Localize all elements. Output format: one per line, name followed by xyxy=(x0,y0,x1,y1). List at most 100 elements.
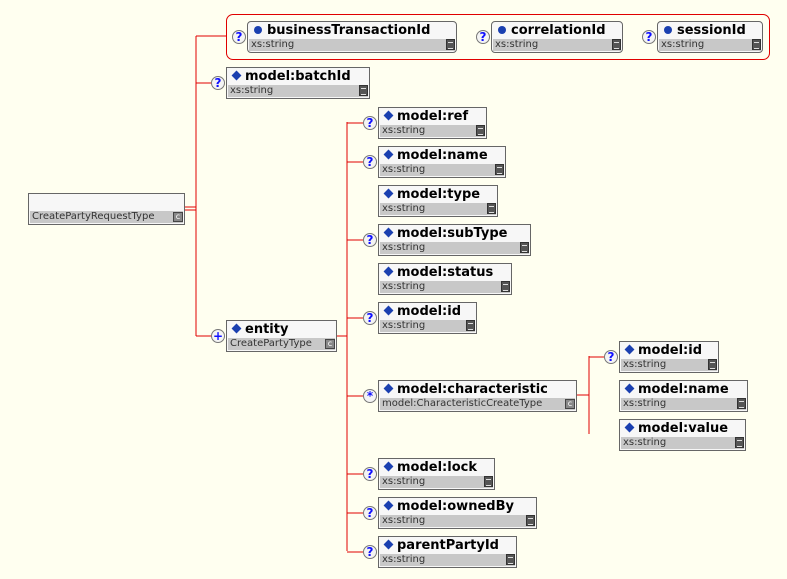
node-type: xs:string xyxy=(228,85,368,97)
element-diamond-icon xyxy=(624,383,635,394)
node-type: xs:string xyxy=(380,242,529,254)
element-diamond-icon xyxy=(624,422,635,433)
documentation-icon xyxy=(708,359,717,370)
documentation-icon xyxy=(737,398,746,409)
node-name: model:id xyxy=(638,343,703,358)
optional-icon: ? xyxy=(363,116,377,130)
element-diamond-icon xyxy=(231,323,242,334)
node-name: model:name xyxy=(638,382,729,397)
node-type: xs:string xyxy=(621,359,717,371)
documentation-icon xyxy=(520,242,529,253)
element-name[interactable]: model:name xs:string xyxy=(378,146,506,178)
node-type: xs:string xyxy=(380,320,475,332)
element-ref[interactable]: model:ref xs:string xyxy=(378,107,487,139)
node-name: model:status xyxy=(397,265,494,280)
element-entity[interactable]: entity CreatePartyType c xyxy=(226,320,337,352)
element-subType[interactable]: model:subType xs:string xyxy=(378,224,531,256)
element-char[interactable]: model:characteristic model:Characteristi… xyxy=(378,380,577,412)
attribute-bt[interactable]: businessTransactionId xs:string xyxy=(247,21,457,53)
node-type: xs:string xyxy=(249,39,455,51)
element-cid[interactable]: model:id xs:string xyxy=(619,341,719,373)
documentation-icon xyxy=(446,39,455,50)
optional-icon: ? xyxy=(232,30,246,44)
element-parent[interactable]: parentPartyId xs:string xyxy=(378,536,517,568)
documentation-icon xyxy=(476,125,485,136)
optional-icon: ? xyxy=(604,350,618,364)
element-diamond-icon xyxy=(383,500,394,511)
node-type: xs:string xyxy=(380,164,504,176)
element-diamond-icon xyxy=(383,305,394,316)
element-diamond-icon xyxy=(383,266,394,277)
optional-icon: ? xyxy=(363,311,377,325)
attribute-dot-icon xyxy=(254,25,262,34)
node-type: xs:string xyxy=(380,554,515,566)
node-type: xs:string xyxy=(380,203,496,215)
documentation-icon xyxy=(526,515,535,526)
element-status[interactable]: model:status xs:string xyxy=(378,263,512,295)
node-name: sessionId xyxy=(677,23,746,38)
node-name: model:id xyxy=(397,304,462,319)
documentation-icon xyxy=(359,85,368,96)
optional-icon: ? xyxy=(363,155,377,169)
node-name: businessTransactionId xyxy=(267,23,431,38)
element-cname[interactable]: model:name xs:string xyxy=(619,380,748,412)
node-name: model:ref xyxy=(397,109,469,124)
element-diamond-icon xyxy=(383,149,394,160)
element-id[interactable]: model:id xs:string xyxy=(378,302,477,334)
element-diamond-icon xyxy=(383,539,394,550)
element-diamond-icon xyxy=(231,70,242,81)
documentation-icon xyxy=(495,164,504,175)
node-type: xs:string xyxy=(659,39,761,51)
optional-icon: ? xyxy=(363,545,377,559)
element-diamond-icon xyxy=(624,344,635,355)
node-name: model:value xyxy=(638,421,729,436)
zero-or-more-icon: * xyxy=(363,389,377,403)
node-name: model:subType xyxy=(397,226,508,241)
element-owned[interactable]: model:ownedBy xs:string xyxy=(378,497,537,529)
documentation-icon xyxy=(466,320,475,331)
attribute-dot-icon xyxy=(664,25,672,34)
node-name: model:name xyxy=(397,148,488,163)
element-diamond-icon xyxy=(383,227,394,238)
complex-type-icon: c xyxy=(173,212,183,222)
attribute-dot-icon xyxy=(498,25,506,34)
element-diamond-icon xyxy=(383,188,394,199)
node-type: model:CharacteristicCreateType xyxy=(380,398,575,410)
node-name: model:characteristic xyxy=(397,382,548,397)
element-type[interactable]: model:type xs:string xyxy=(378,185,498,217)
element-diamond-icon xyxy=(383,383,394,394)
attribute-corr[interactable]: correlationId xs:string xyxy=(491,21,623,53)
documentation-icon xyxy=(487,203,496,214)
node-name: model:lock xyxy=(397,460,477,475)
element-diamond-icon xyxy=(383,110,394,121)
node-type: xs:string xyxy=(380,125,485,137)
element-cvalue[interactable]: model:value xs:string xyxy=(619,419,746,451)
node-type: xs:string xyxy=(493,39,621,51)
node-type: xs:string xyxy=(380,281,510,293)
element-lock[interactable]: model:lock xs:string xyxy=(378,458,495,490)
documentation-icon xyxy=(484,476,493,487)
root-type-label: CreatePartyRequestType xyxy=(30,211,183,223)
documentation-icon xyxy=(612,39,621,50)
optional-icon: ? xyxy=(363,467,377,481)
optional-icon: ? xyxy=(363,233,377,247)
node-type: xs:string xyxy=(621,437,744,449)
documentation-icon xyxy=(506,554,515,565)
documentation-icon xyxy=(735,437,744,448)
node-name: model:type xyxy=(397,187,481,202)
optional-icon: ? xyxy=(642,30,656,44)
root-complex-type[interactable]: CreatePartyRequestType c xyxy=(28,193,185,225)
node-name: correlationId xyxy=(511,23,606,38)
optional-icon: ? xyxy=(363,506,377,520)
complex-type-icon: c xyxy=(325,339,335,349)
documentation-icon xyxy=(752,39,761,50)
node-type: CreatePartyType xyxy=(228,338,335,350)
element-batch[interactable]: model:batchId xs:string xyxy=(226,67,370,99)
optional-icon: ? xyxy=(476,30,490,44)
node-name: entity xyxy=(245,322,289,337)
node-type: xs:string xyxy=(621,398,746,410)
node-name: model:batchId xyxy=(245,69,351,84)
attribute-sess[interactable]: sessionId xs:string xyxy=(657,21,763,53)
node-type: xs:string xyxy=(380,476,493,488)
